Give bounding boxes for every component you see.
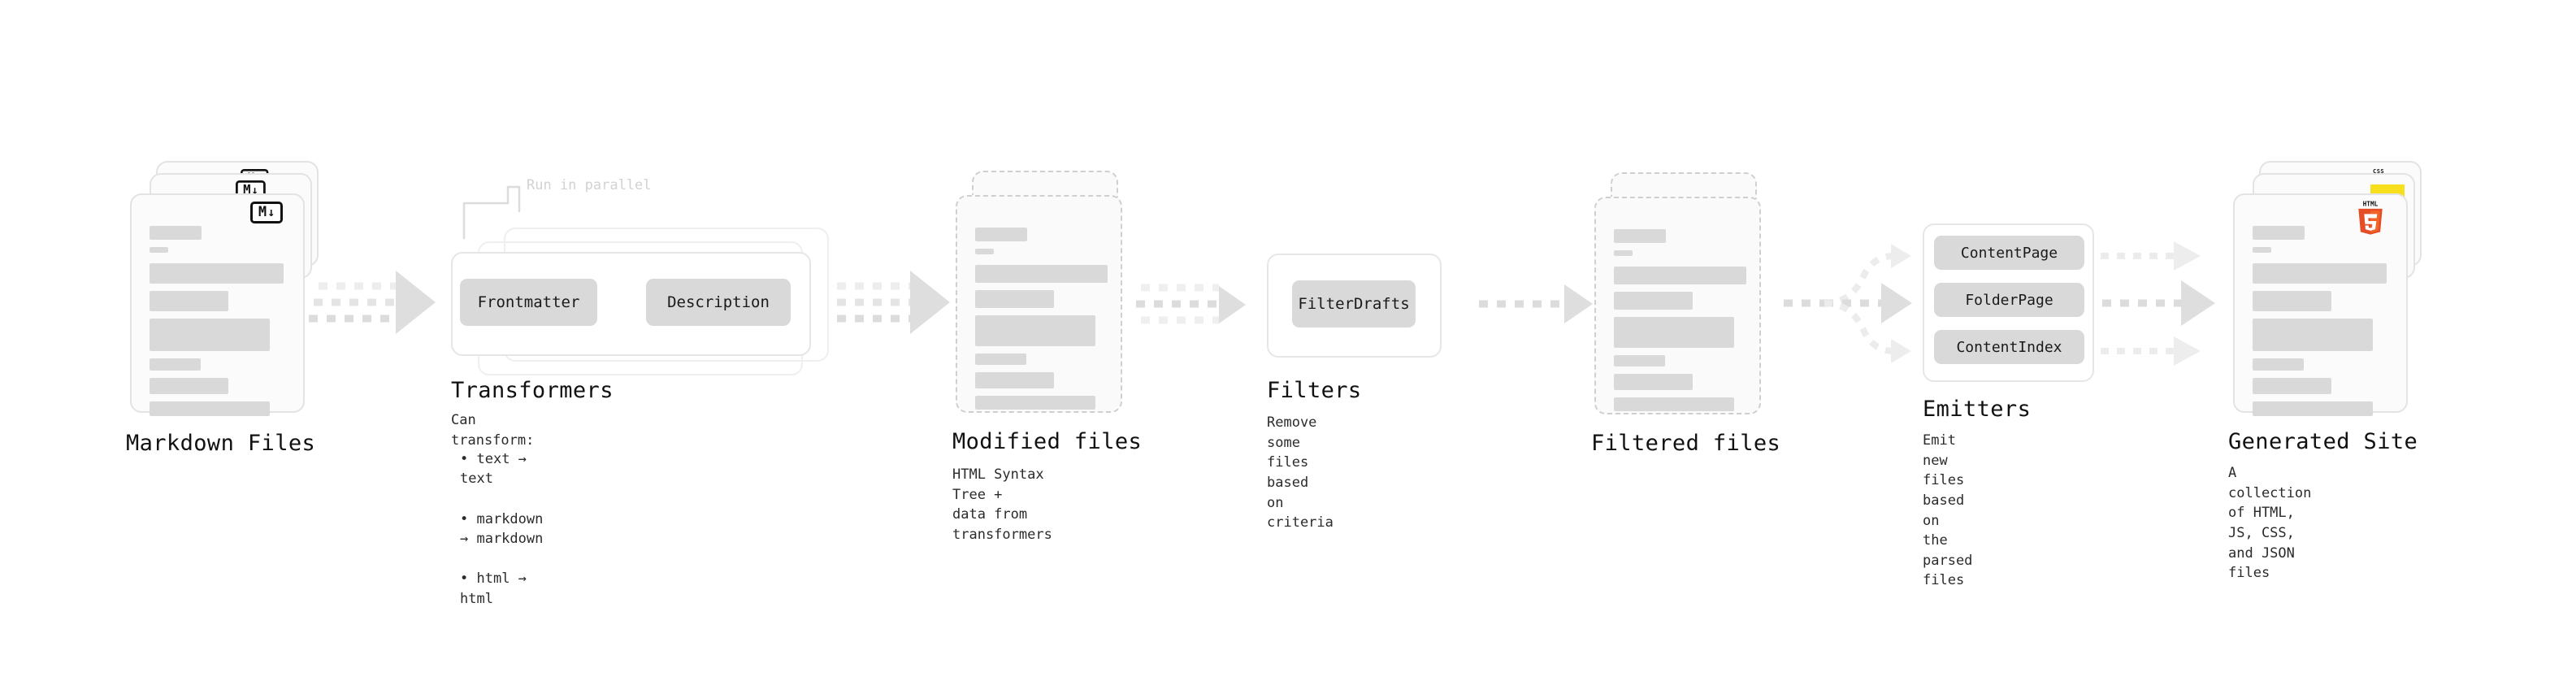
emitters-title: Emitters xyxy=(1923,397,2032,422)
markdown-files-title: Markdown Files xyxy=(126,431,316,456)
card-skeleton xyxy=(1614,229,1746,419)
transformers-bullets: • text → text • markdown → markdown • ht… xyxy=(460,429,543,629)
connector-filters-to-filtered xyxy=(1479,284,1593,323)
chip-label: FolderPage xyxy=(1965,291,2053,309)
filtered-files-title: Filtered files xyxy=(1591,431,1781,456)
modified-files-title: Modified files xyxy=(952,429,1143,454)
emitter-chip-folderpage[interactable]: FolderPage xyxy=(1934,283,2084,317)
badge-letter: M xyxy=(243,182,251,198)
transformer-chip-description[interactable]: Description xyxy=(646,279,791,326)
connector-md-to-transformers xyxy=(309,271,436,334)
chip-label: ContentPage xyxy=(1960,244,2058,262)
transformers-title: Transformers xyxy=(451,378,614,403)
badge-letter: M xyxy=(258,204,267,220)
connector-transformers-to-modified xyxy=(837,271,950,334)
markdown-badge-front: M↓ xyxy=(250,202,283,223)
filtered-card-front xyxy=(1594,197,1761,414)
filters-title: Filters xyxy=(1267,378,1362,403)
modified-files-subtitle: HTML Syntax Tree + data from transformer… xyxy=(952,466,1052,543)
bullet-item: • text → text xyxy=(460,450,527,488)
connector-modified-to-filters xyxy=(1136,284,1246,324)
chip-label: Description xyxy=(667,293,770,311)
transformers-subtitle: Can transform: xyxy=(451,412,535,449)
generated-site-subtitle: A collection of HTML, JS, CSS, and JSON … xyxy=(2228,465,2312,582)
markdown-card-front xyxy=(130,193,305,416)
chip-label: FilterDrafts xyxy=(1298,295,1410,313)
badge-arrow: ↓ xyxy=(267,205,275,219)
badge-arrow: ↓ xyxy=(251,183,258,197)
generated-site-title: Generated Site xyxy=(2228,429,2418,454)
bullet-item: • markdown → markdown xyxy=(460,510,544,548)
svg-text:HTML: HTML xyxy=(2363,200,2379,207)
bullet-item: • html → html xyxy=(460,570,527,608)
html5-badge: HTML xyxy=(2355,199,2386,235)
modified-card-front xyxy=(956,195,1122,413)
card-skeleton xyxy=(150,226,285,423)
card-skeleton xyxy=(975,228,1108,417)
site-card-front xyxy=(2233,193,2408,416)
emitter-chip-contentindex[interactable]: ContentIndex xyxy=(1934,330,2084,364)
card-skeleton xyxy=(2253,226,2388,423)
chip-label: ContentIndex xyxy=(1956,338,2062,356)
transformer-chip-frontmatter[interactable]: Frontmatter xyxy=(460,279,597,326)
filter-chip-filterdrafts[interactable]: FilterDrafts xyxy=(1292,280,1416,327)
chip-label: Frontmatter xyxy=(477,293,580,311)
connector-emitters-to-site xyxy=(2084,241,2215,366)
emitters-subtitle: Emit new files based on the parsed files xyxy=(1923,432,1973,589)
connector-filtered-to-emitters xyxy=(1784,244,1912,363)
filters-subtitle: Remove some files based on criteria xyxy=(1267,414,1334,531)
run-in-parallel-note: Run in parallel xyxy=(527,177,652,193)
css-badge-label: CSS xyxy=(2373,168,2385,175)
emitter-chip-contentpage[interactable]: ContentPage xyxy=(1934,236,2084,270)
